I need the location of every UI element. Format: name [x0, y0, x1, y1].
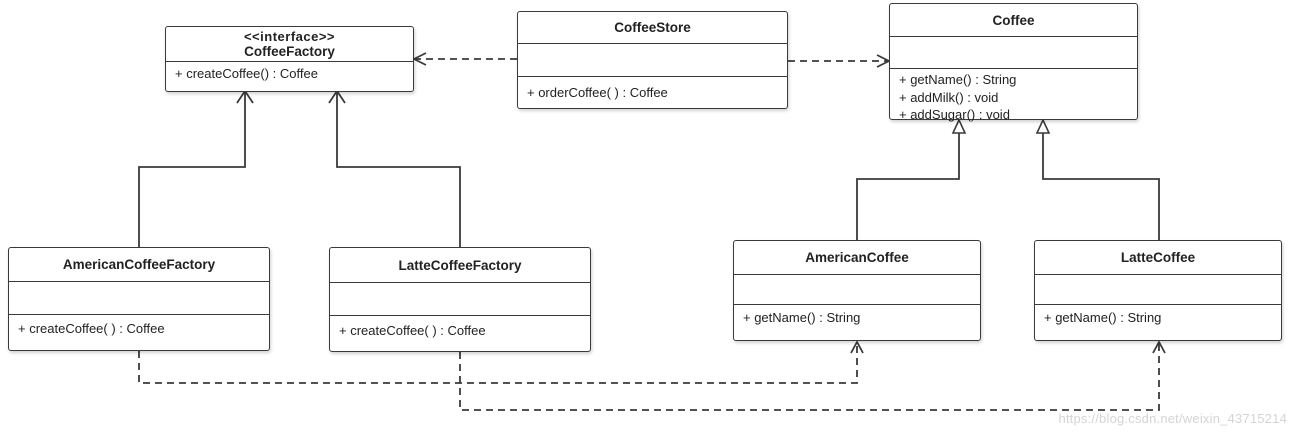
- class-header: <<interface>> CoffeeFactory: [166, 27, 413, 62]
- class-operations: + orderCoffee( ) : Coffee: [518, 77, 787, 101]
- watermark: https://blog.csdn.net/weixin_43715214: [1058, 411, 1287, 426]
- operation: + addSugar() : void: [899, 107, 1010, 122]
- class-header: CoffeeStore: [518, 12, 787, 44]
- class-operations: + createCoffee( ) : Coffee: [330, 316, 590, 339]
- class-attributes: [734, 275, 980, 305]
- dependency-latte-factory-to-coffee-arrowhead: [1152, 340, 1166, 354]
- class-american-coffee-factory[interactable]: AmericanCoffeeFactory + createCoffee( ) …: [8, 247, 270, 351]
- class-attributes: [890, 37, 1137, 69]
- generalization-latte-coffee: [1042, 133, 1160, 240]
- class-name: CoffeeStore: [614, 20, 691, 35]
- class-coffee-factory[interactable]: <<interface>> CoffeeFactory + createCoff…: [165, 26, 414, 92]
- class-attributes: [518, 44, 787, 77]
- class-latte-coffee[interactable]: LatteCoffee + getName() : String: [1034, 240, 1282, 341]
- operation: + createCoffee( ) : Coffee: [18, 321, 165, 336]
- class-name: LatteCoffeeFactory: [398, 257, 522, 273]
- realization-american-factory: [138, 93, 246, 247]
- class-american-coffee[interactable]: AmericanCoffee + getName() : String: [733, 240, 981, 341]
- operation: + getName() : String: [1044, 310, 1162, 325]
- dependency-store-to-factory-arrowhead: [411, 52, 427, 66]
- operation: + addMilk() : void: [899, 89, 999, 105]
- dependency-american-factory-to-coffee: [138, 343, 858, 384]
- class-header: LatteCoffeeFactory: [330, 248, 590, 283]
- class-header: Coffee: [890, 4, 1137, 37]
- class-header: AmericanCoffeeFactory: [9, 248, 269, 282]
- class-operations: + getName() : String + addMilk() : void …: [890, 69, 1137, 124]
- class-attributes: [9, 282, 269, 315]
- class-operations: + createCoffee() : Coffee: [166, 62, 413, 82]
- generalization-american-coffee-triangle: [951, 118, 967, 134]
- class-attributes: [330, 283, 590, 316]
- class-name: AmericanCoffeeFactory: [62, 257, 216, 272]
- class-operations: + getName() : String: [734, 305, 980, 326]
- class-latte-coffee-factory[interactable]: LatteCoffeeFactory + createCoffee( ) : C…: [329, 247, 591, 352]
- operation: + createCoffee() : Coffee: [175, 66, 318, 81]
- class-name: AmericanCoffee: [805, 250, 909, 265]
- operation: + getName() : String: [899, 72, 1017, 87]
- class-operations: + createCoffee( ) : Coffee: [9, 315, 269, 337]
- class-coffee[interactable]: Coffee + getName() : String + addMilk() …: [889, 3, 1138, 122]
- operation: + createCoffee( ) : Coffee: [339, 323, 486, 338]
- realization-latte-factory: [336, 93, 461, 247]
- class-header: LatteCoffee: [1035, 241, 1281, 275]
- class-name: Coffee: [992, 12, 1035, 28]
- generalization-american-coffee: [856, 133, 960, 240]
- interface-stereotype: <<interface>>: [243, 28, 336, 44]
- dependency-american-factory-to-coffee-arrowhead: [850, 340, 864, 354]
- operation: + orderCoffee( ) : Coffee: [527, 85, 668, 100]
- operation: + getName() : String: [743, 310, 861, 325]
- dependency-latte-factory-to-coffee: [459, 343, 1160, 411]
- class-name: LatteCoffee: [1120, 250, 1196, 265]
- class-operations: + getName() : String: [1035, 305, 1281, 326]
- class-attributes: [1035, 275, 1281, 305]
- class-coffee-store[interactable]: CoffeeStore + orderCoffee( ) : Coffee: [517, 11, 788, 109]
- class-header: AmericanCoffee: [734, 241, 980, 275]
- generalization-latte-coffee-triangle: [1035, 118, 1051, 134]
- class-name: CoffeeFactory: [244, 43, 335, 59]
